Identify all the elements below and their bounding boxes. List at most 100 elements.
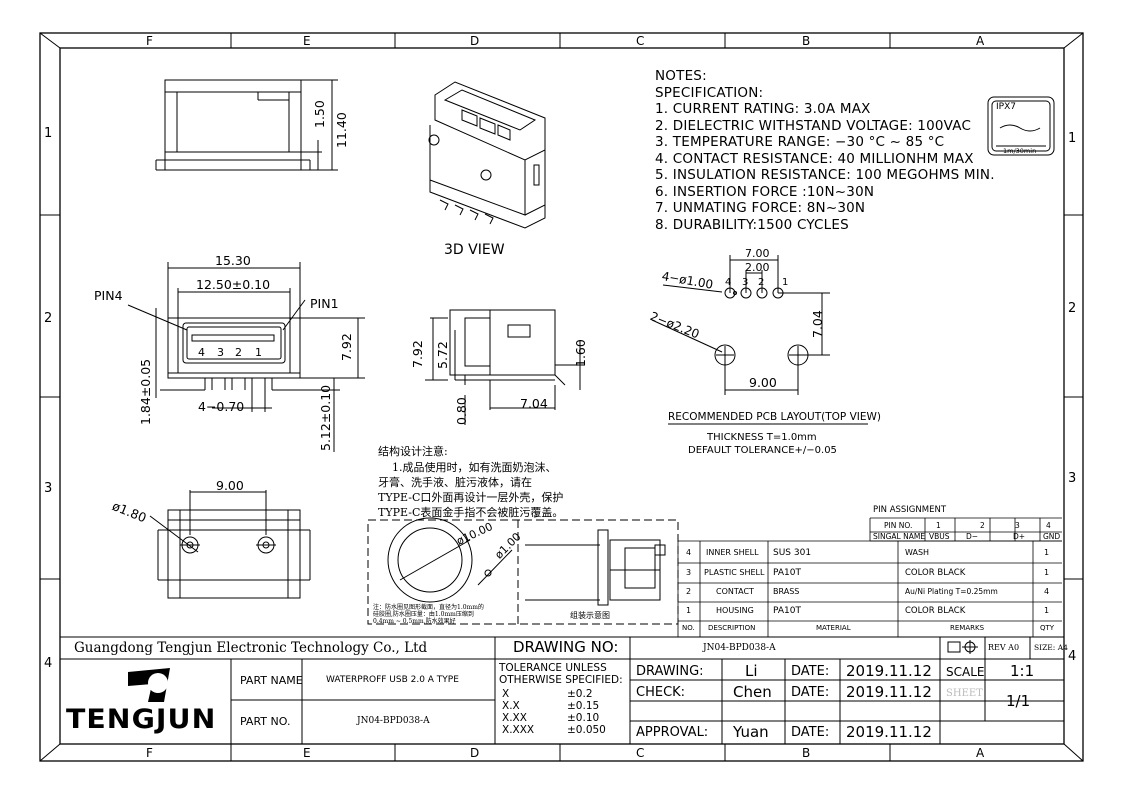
date-label: DATE:: [791, 725, 830, 740]
bom-header-no: NO.: [682, 624, 695, 632]
notes-block: NOTES: SPECIFICATION: 1. CURRENT RATING:…: [655, 68, 995, 233]
front-view: [127, 262, 365, 452]
dim-side-5: 7.04: [520, 396, 548, 411]
side-view: [425, 309, 585, 425]
note-item: 4. CONTACT RESISTANCE: 40 MILLIONHM MAX: [655, 150, 974, 167]
dim-bottom-1: 9.00: [216, 478, 244, 493]
cn-note-line: 牙膏、洗手液、脏污液体，请在: [378, 476, 532, 489]
dim-front-tail: 5.12±0.10: [318, 384, 333, 451]
cn-note-line: TYPE-C表面金手指不会被脏污覆盖。: [378, 506, 564, 519]
tol-val: ±0.050: [567, 724, 606, 736]
company-name: Guangdong Tengjun Electronic Technology …: [74, 640, 428, 656]
pcb-pin: 1: [782, 277, 789, 288]
dim-front-left: 1.84±0.05: [138, 358, 153, 425]
dim-side-4: 0.80: [454, 397, 469, 425]
part-name-label: PART NAME: [240, 674, 303, 687]
tol-val: ±0.15: [567, 700, 600, 712]
col-label: D: [470, 746, 480, 760]
bom-qty: 4: [1044, 587, 1050, 596]
date-value: 2019.11.12: [846, 683, 932, 701]
note-item: 5. INSULATION RESISTANCE: 100 MEGOHMS MI…: [655, 167, 995, 183]
pin-signal: SINGAL NAME: [873, 532, 926, 541]
pcb-layout: [651, 255, 868, 425]
ipx-sub: 1m/30min: [1003, 147, 1037, 155]
pin-header: 3: [1015, 521, 1020, 530]
ipx-label: IPX7: [996, 102, 1016, 112]
note-item: 7. UNMATING FORCE: 8N~30N: [655, 200, 866, 216]
bom-no: 1: [686, 606, 692, 615]
bom-rem: COLOR BLACK: [905, 606, 966, 616]
drawing-no-label: DRAWING NO:: [513, 638, 619, 656]
front-pin: 4: [198, 346, 205, 359]
dim-side-1: 7.92: [410, 340, 425, 368]
top-view: [155, 79, 338, 171]
bom-desc: HOUSING: [716, 606, 754, 615]
row-label: 2: [44, 311, 53, 326]
notes-subtitle: SPECIFICATION:: [655, 84, 764, 101]
dim-top-2: 11.40: [334, 112, 349, 148]
pin-signal: D−: [966, 532, 979, 541]
col-label: C: [636, 34, 645, 48]
date-value: 2019.11.12: [846, 723, 932, 741]
note-item: 2. DIELECTRIC WITHSTAND VOLTAGE: 100VAC: [655, 117, 972, 134]
tol-val: ±0.2: [567, 688, 593, 700]
row-label: 3: [44, 481, 53, 496]
detail-note: 注：防水圈见图形截面，直径为1.0mm的: [373, 604, 484, 611]
check-by: Chen: [733, 683, 772, 701]
pcb-thickness: THICKNESS T=1.0mm: [707, 432, 817, 443]
scale-value: 1:1: [1010, 662, 1035, 680]
logo-text: TENGJUN: [66, 704, 217, 735]
col-label: F: [146, 746, 153, 760]
part-no-label: PART NO.: [240, 715, 291, 728]
tol-head-2: OTHERWISE SPECIFIED:: [499, 674, 623, 686]
bom-desc: CONTACT: [716, 587, 754, 596]
scale-label: SCALE: [946, 665, 985, 679]
assembly-label: 组装示意图: [570, 611, 610, 620]
bom-qty: 1: [1044, 548, 1050, 557]
dim-front-inner: 12.50±0.10: [196, 277, 271, 292]
iso-view: [428, 81, 546, 229]
pin-header: 2: [980, 521, 985, 530]
col-label: E: [303, 746, 311, 760]
tol-key: X.XX: [502, 712, 527, 724]
view-3d-label: 3D VIEW: [444, 242, 505, 258]
col-label: D: [470, 34, 480, 48]
pin1-label: PIN1: [310, 296, 339, 311]
bom-desc: PLASTIC SHELL: [704, 568, 765, 577]
bom-header-qty: QTY: [1040, 624, 1055, 632]
row-label: 4: [44, 656, 53, 671]
tol-head-1: TOLERANCE UNLESS: [499, 662, 607, 674]
pcb-pin: 3: [742, 277, 749, 288]
row-label: 3: [1068, 471, 1077, 486]
bom-no: 3: [686, 568, 692, 577]
bom-qty: 1: [1044, 606, 1050, 615]
dim-front-pitch: 4−0.70: [198, 399, 245, 414]
bom-mat: SUS 301: [773, 548, 812, 558]
col-label: E: [303, 34, 311, 48]
pcb-title: RECOMMENDED PCB LAYOUT(TOP VIEW): [668, 411, 881, 423]
part-name: WATERPROFF USB 2.0 A TYPE: [326, 675, 459, 685]
pin-signal: GND: [1043, 532, 1061, 541]
bom-header-mat: MATERIAL: [816, 624, 851, 632]
size: SIZE: A4: [1034, 643, 1068, 652]
dim-side-3: 1.60: [573, 339, 588, 367]
pin-header: PIN NO.: [884, 521, 913, 530]
col-label: F: [146, 34, 153, 48]
tol-val: ±0.10: [567, 712, 600, 724]
pin-assign-title: PIN ASSIGNMENT: [873, 505, 947, 515]
bom-header-desc: DESCRIPTION: [708, 624, 756, 632]
tol-key: X: [502, 688, 510, 700]
row-label: 4: [1068, 649, 1077, 664]
pin-signal: VBUS: [929, 532, 950, 541]
front-pin: 3: [217, 346, 224, 359]
bom-desc: INNER SHELL: [706, 548, 759, 557]
tol-key: X.X: [502, 700, 520, 712]
date-value: 2019.11.12: [846, 662, 932, 680]
front-pin: 1: [255, 346, 262, 359]
bom-qty: 1: [1044, 568, 1050, 577]
rev: REV A0: [988, 643, 1020, 652]
approval-by: Yuan: [733, 723, 769, 741]
bom-no: 2: [686, 587, 692, 596]
